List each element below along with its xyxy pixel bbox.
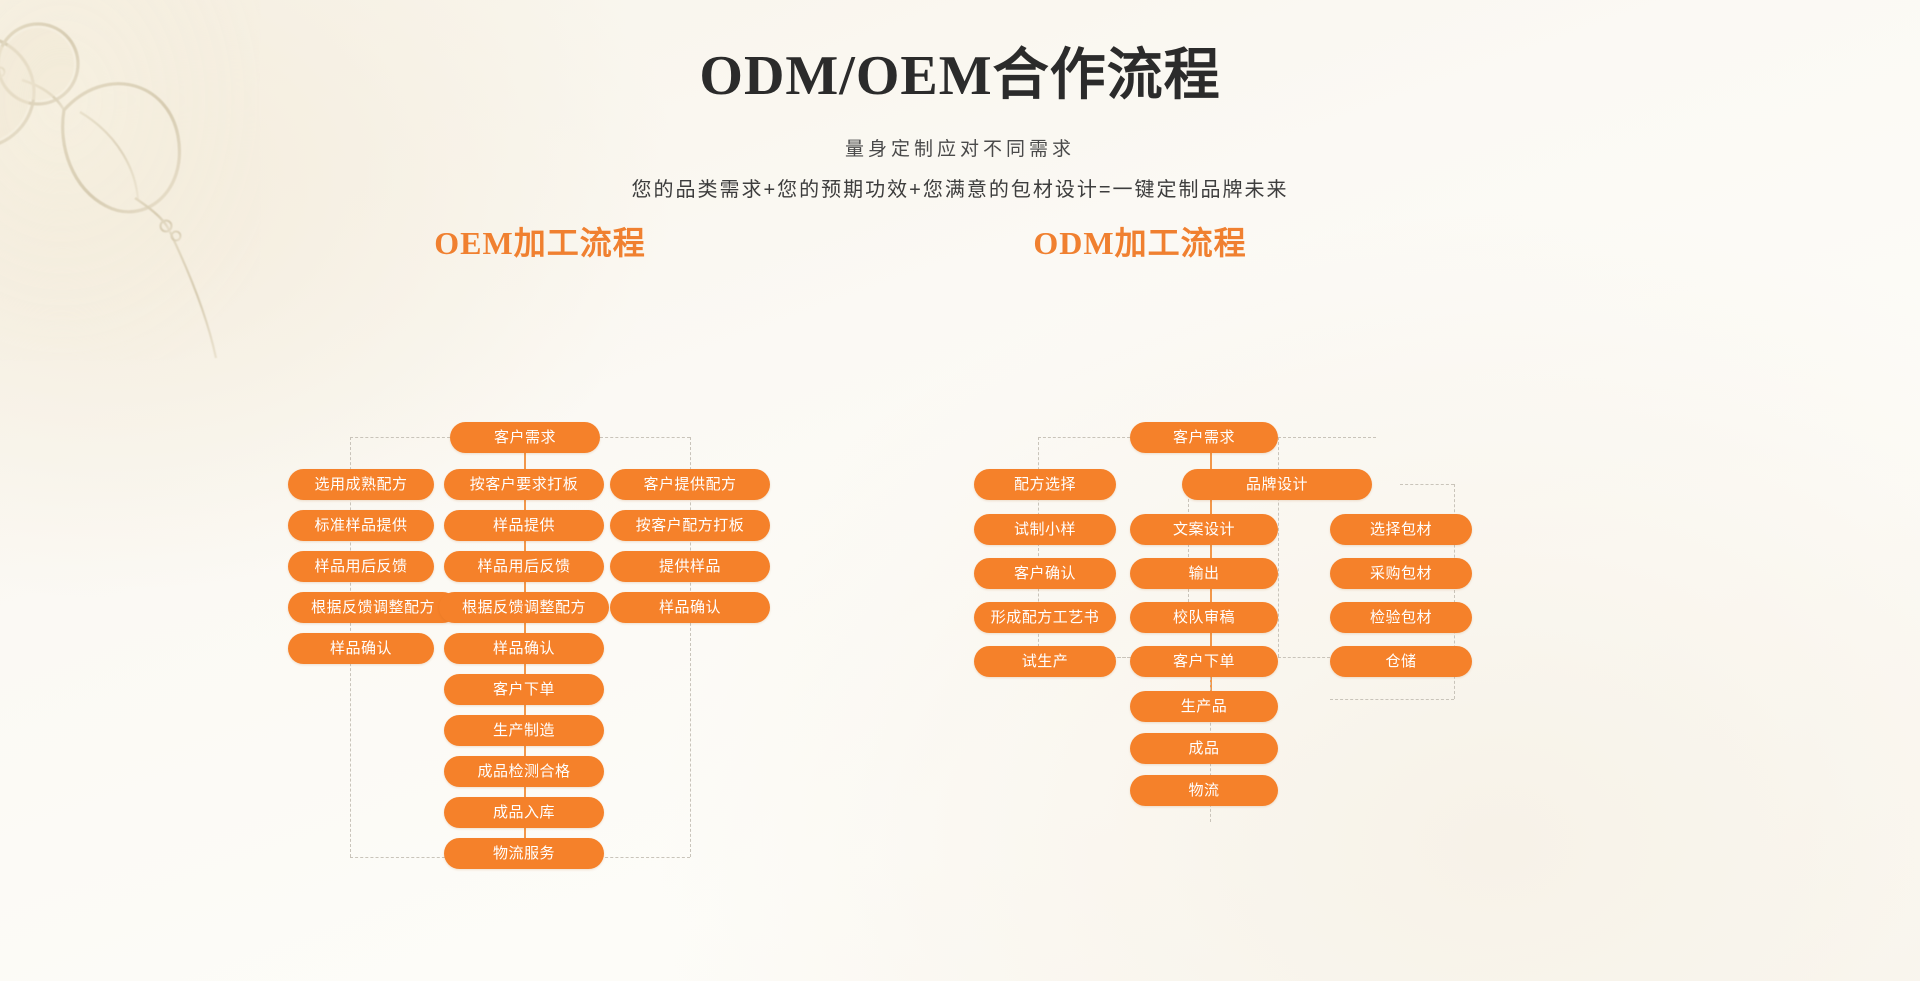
odm-pack-rail xyxy=(1454,484,1455,699)
odm-section-title: ODM加工流程 xyxy=(1033,225,1247,261)
oem-left-node-1[interactable]: 选用成熟配方 xyxy=(288,469,434,500)
oem-section-title: OEM加工流程 xyxy=(434,225,646,261)
oem-right-node-1[interactable]: 客户提供配方 xyxy=(610,469,770,500)
eyeglasses-photo xyxy=(0,0,260,360)
oem-right-node-4[interactable]: 样品确认 xyxy=(610,592,770,623)
oem-right-rail xyxy=(690,437,691,857)
oem-node-root[interactable]: 客户需求 xyxy=(450,422,600,453)
subtitle-primary: 量身定制应对不同需求 xyxy=(844,138,1075,160)
oem-root-right-link xyxy=(600,437,690,438)
page-title: ODM/OEM合作流程 xyxy=(699,45,1221,107)
odm-right-node-3[interactable]: 检验包材 xyxy=(1330,602,1472,633)
oem-left-node-5[interactable]: 样品确认 xyxy=(288,633,434,664)
odm-copy-rail xyxy=(1188,484,1189,617)
odm-flow-section: ODM加工流程 客户需求 配方选择 试制小样 客户确认 形成配方工艺书 试生产 … xyxy=(860,218,1620,876)
oem-middle-node-2[interactable]: 样品提供 xyxy=(444,510,604,541)
odm-root-right-link xyxy=(1278,437,1376,438)
oem-middle-node-9[interactable]: 成品入库 xyxy=(444,797,604,828)
oem-left-return xyxy=(350,857,450,858)
odm-middle-node-5[interactable]: 客户下单 xyxy=(1130,646,1278,677)
odm-middle-node-8[interactable]: 物流 xyxy=(1130,775,1278,806)
odm-left-rail xyxy=(1038,437,1039,657)
odm-brand-rail xyxy=(1278,437,1279,657)
odm-flow-board: 客户需求 配方选择 试制小样 客户确认 形成配方工艺书 试生产 品牌设计 文案设… xyxy=(860,316,1620,876)
oem-left-node-2[interactable]: 标准样品提供 xyxy=(288,510,434,541)
oem-middle-node-8[interactable]: 成品检测合格 xyxy=(444,756,604,787)
oem-root-left-link xyxy=(350,437,450,438)
odm-middle-node-3[interactable]: 输出 xyxy=(1130,558,1278,589)
odm-left-node-3[interactable]: 客户确认 xyxy=(974,558,1116,589)
oem-middle-node-6[interactable]: 客户下单 xyxy=(444,674,604,705)
odm-pack-link xyxy=(1400,484,1454,485)
oem-right-node-2[interactable]: 按客户配方打板 xyxy=(610,510,770,541)
odm-middle-node-1[interactable]: 品牌设计 xyxy=(1182,469,1372,500)
odm-left-node-2[interactable]: 试制小样 xyxy=(974,514,1116,545)
oem-left-node-4[interactable]: 根据反馈调整配方 xyxy=(288,592,458,623)
odm-middle-node-7[interactable]: 成品 xyxy=(1130,733,1278,764)
odm-left-node-4[interactable]: 形成配方工艺书 xyxy=(974,602,1116,633)
oem-middle-node-5[interactable]: 样品确认 xyxy=(444,633,604,664)
odm-middle-node-4[interactable]: 校队审稿 xyxy=(1130,602,1278,633)
odm-middle-node-2[interactable]: 文案设计 xyxy=(1130,514,1278,545)
odm-left-node-5[interactable]: 试生产 xyxy=(974,646,1116,677)
odm-right-node-2[interactable]: 采购包材 xyxy=(1330,558,1472,589)
subtitle-secondary: 您的品类需求+您的预期功效+您满意的包材设计=一键定制品牌未来 xyxy=(631,178,1289,201)
oem-flow-board: 客户需求 选用成熟配方 标准样品提供 样品用后反馈 根据反馈调整配方 样品确认 … xyxy=(200,316,880,876)
oem-middle-node-10[interactable]: 物流服务 xyxy=(444,838,604,869)
odm-right-node-1[interactable]: 选择包材 xyxy=(1330,514,1472,545)
odm-node-root[interactable]: 客户需求 xyxy=(1130,422,1278,453)
oem-middle-node-7[interactable]: 生产制造 xyxy=(444,715,604,746)
odm-right-node-4[interactable]: 仓储 xyxy=(1330,646,1472,677)
odm-middle-node-6[interactable]: 生产品 xyxy=(1130,691,1278,722)
oem-middle-node-1[interactable]: 按客户要求打板 xyxy=(444,469,604,500)
oem-middle-node-3[interactable]: 样品用后反馈 xyxy=(444,551,604,582)
oem-left-node-3[interactable]: 样品用后反馈 xyxy=(288,551,434,582)
oem-right-return xyxy=(600,857,690,858)
odm-brand-return xyxy=(1278,657,1330,658)
oem-right-node-3[interactable]: 提供样品 xyxy=(610,551,770,582)
oem-middle-node-4[interactable]: 根据反馈调整配方 xyxy=(439,592,609,623)
odm-trial-link xyxy=(1108,657,1136,658)
odm-left-node-1[interactable]: 配方选择 xyxy=(974,469,1116,500)
odm-pack-return xyxy=(1330,699,1454,700)
page-header: ODM/OEM合作流程 量身定制应对不同需求 您的品类需求+您的预期功效+您满意… xyxy=(0,0,1920,202)
oem-flow-section: OEM加工流程 客户需求 选用成熟配方 标准样品提供 样品用后反馈 根据反馈调整… xyxy=(200,218,880,876)
odm-root-left-link xyxy=(1038,437,1130,438)
